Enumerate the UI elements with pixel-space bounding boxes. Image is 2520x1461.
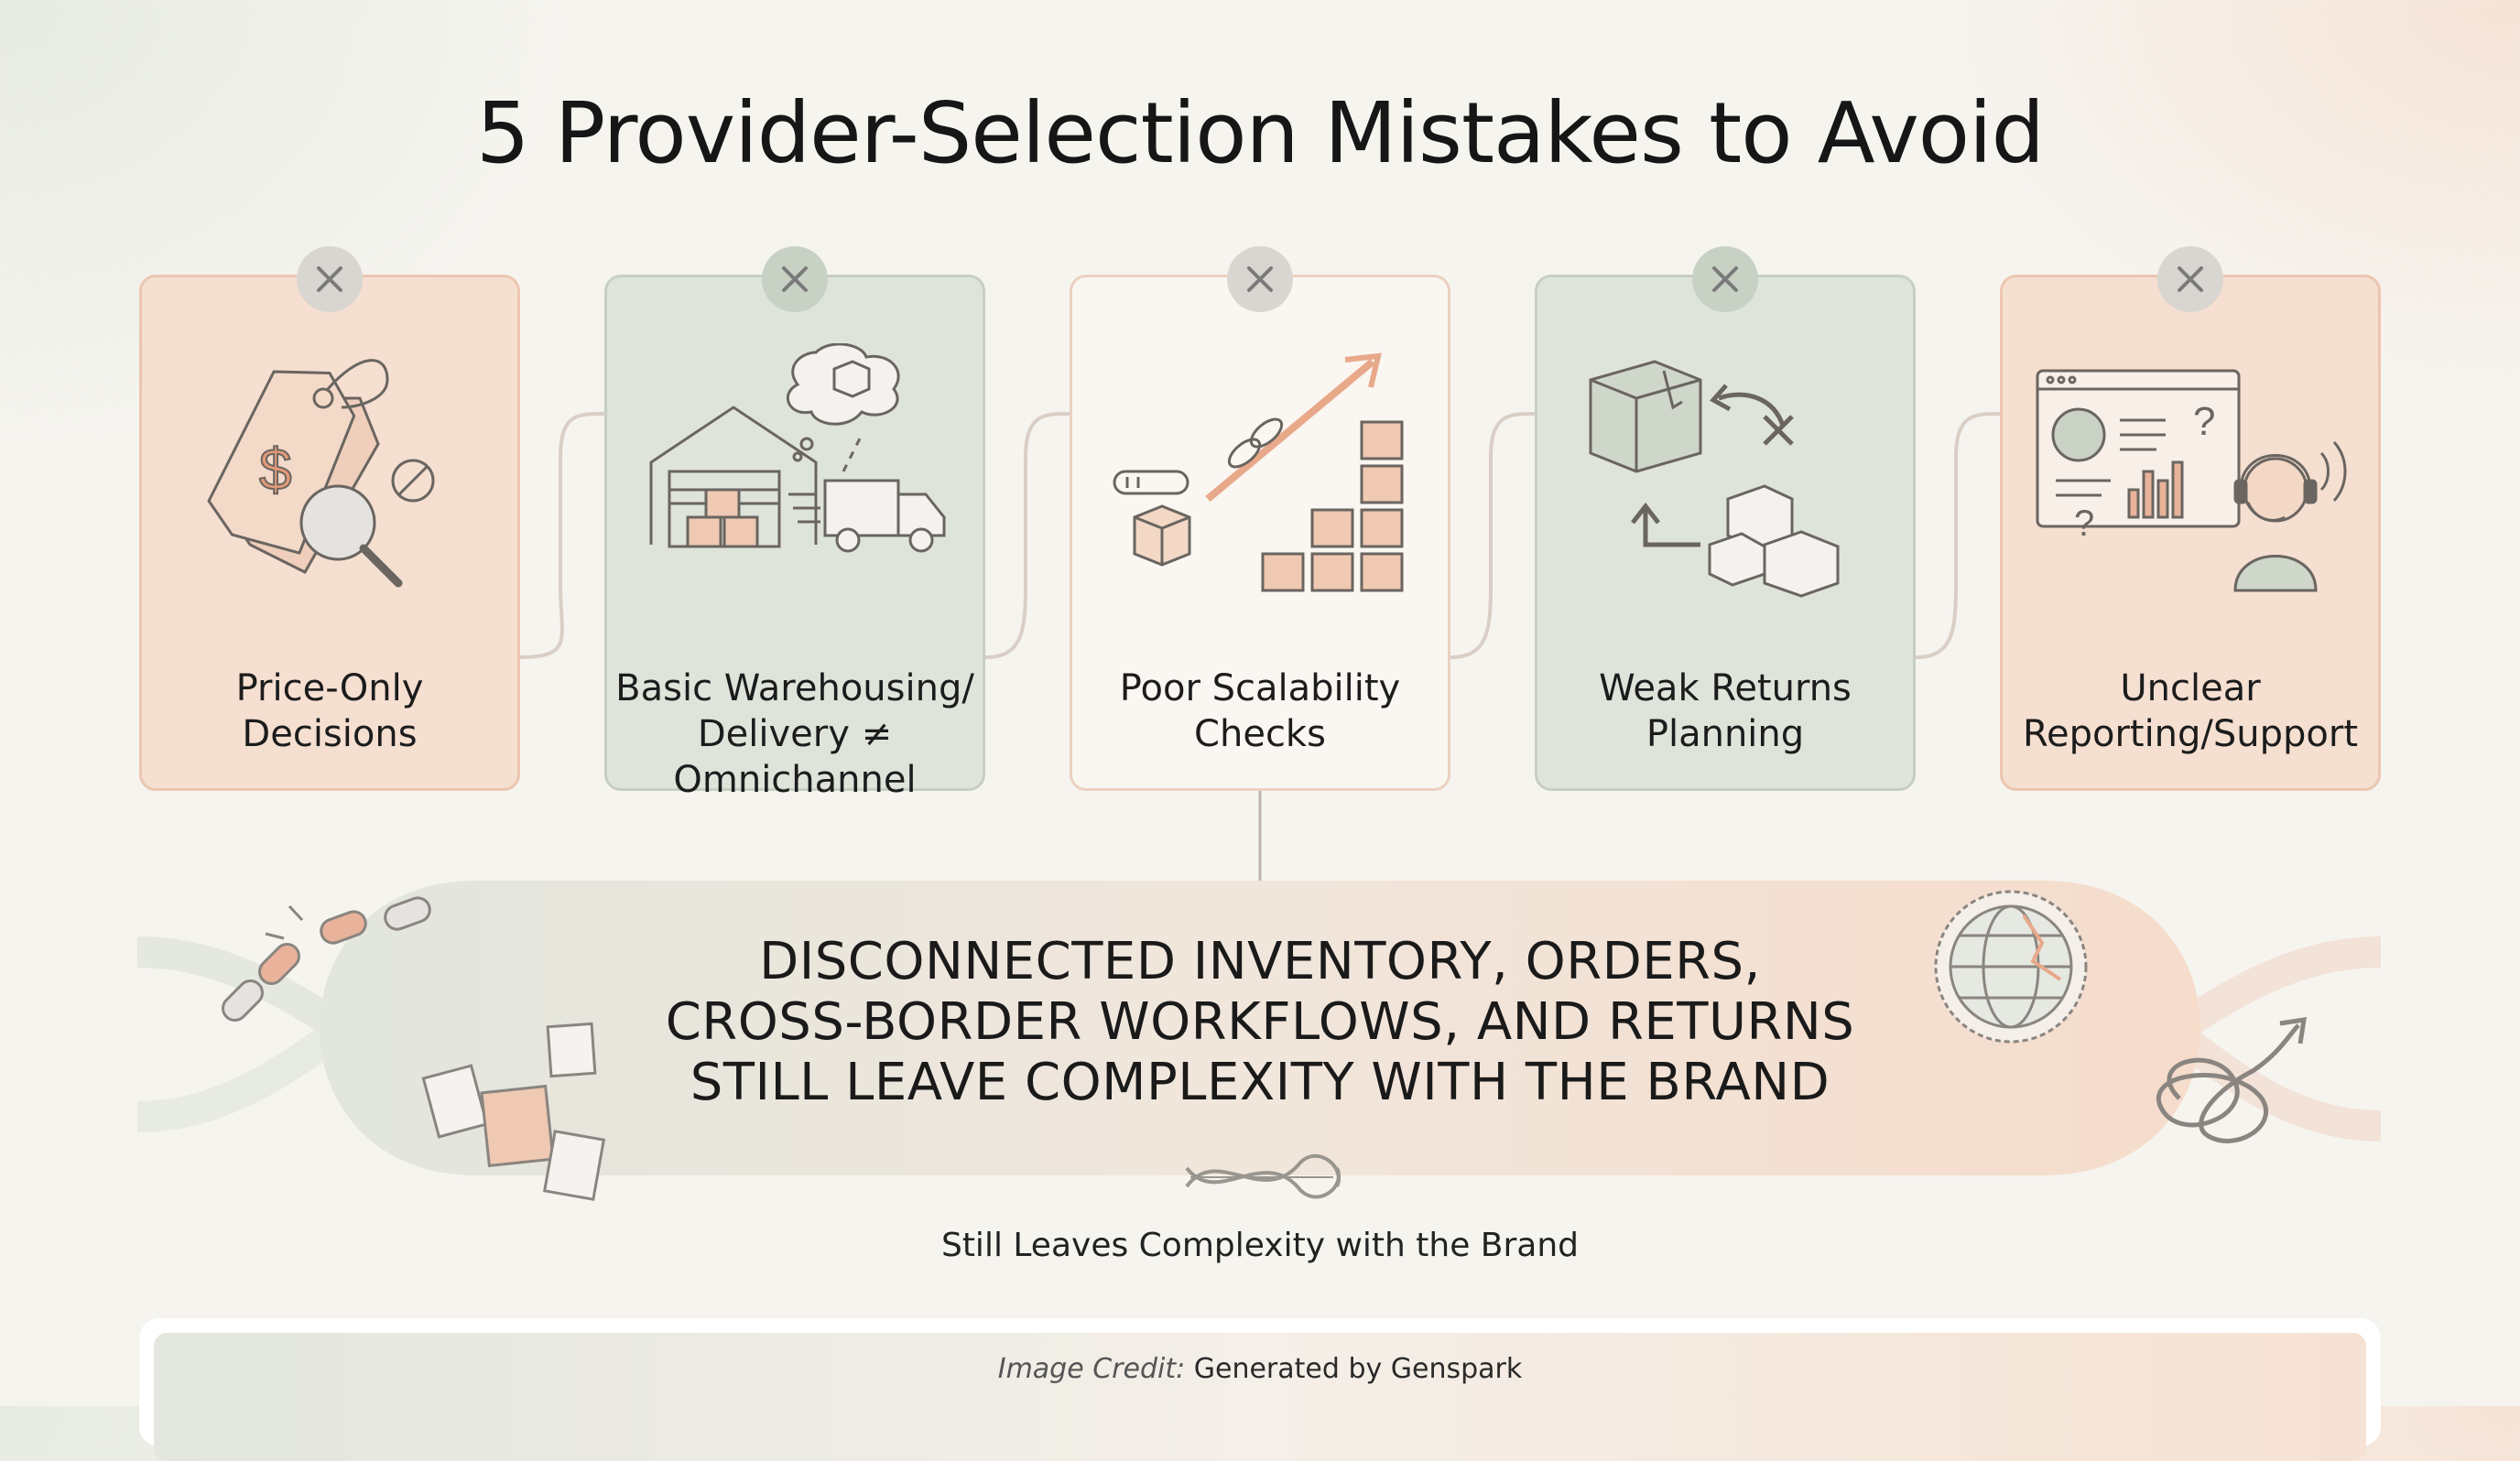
globe-icon bbox=[1934, 890, 2088, 1044]
complexity-band bbox=[136, 881, 2382, 1201]
mistake-label: Weak Returns Planning bbox=[1599, 667, 1852, 755]
close-icon bbox=[1692, 246, 1758, 312]
mistake-card-price-only: $ Price-Only Decisions bbox=[139, 246, 520, 791]
returns-boxes-icon bbox=[1589, 360, 1840, 598]
mistake-label: Unclear Reporting/Support bbox=[2022, 667, 2359, 755]
close-icon bbox=[297, 246, 363, 312]
mistake-card-basic-warehousing: Basic Warehousing/ Delivery ≠ Omnichanne… bbox=[604, 246, 985, 801]
image-credit-panel: Image Credit: Generated by Genspark bbox=[139, 1318, 2381, 1461]
close-icon bbox=[2157, 246, 2223, 312]
page-title: 5 Provider-Selection Mistakes to Avoid bbox=[475, 84, 2045, 182]
mistake-label: Poor Scalability Checks bbox=[1119, 667, 1401, 755]
scattered-documents-icon bbox=[421, 1022, 606, 1201]
price-tag-magnifier-icon: $ bbox=[207, 359, 435, 588]
svg-text:?: ? bbox=[2074, 503, 2094, 544]
svg-text:?: ? bbox=[2193, 399, 2215, 444]
close-icon bbox=[1227, 246, 1293, 312]
complexity-subtitle: Still Leaves Complexity with the Brand bbox=[940, 1227, 1580, 1264]
image-credit: Image Credit: Generated by Genspark bbox=[997, 1353, 1523, 1385]
knot-icon bbox=[1185, 1154, 1341, 1199]
complexity-statement: DISCONNECTED INVENTORY, ORDERS, CROSS-BO… bbox=[665, 932, 1855, 1112]
warehouse-truck-icon bbox=[649, 343, 946, 553]
broken-chain-icon bbox=[222, 896, 431, 1022]
mistake-label: Price-Only Decisions bbox=[235, 667, 424, 755]
svg-text:$: $ bbox=[259, 437, 292, 503]
mistake-label: Basic Warehousing/ Delivery ≠ Omnichanne… bbox=[615, 667, 974, 801]
support-dashboard-icon: ? ? bbox=[2036, 369, 2347, 592]
growth-boxes-icon bbox=[1113, 352, 1404, 592]
mistake-card-scalability: Poor Scalability Checks bbox=[1070, 246, 1450, 791]
tangled-arrow-icon bbox=[2156, 1017, 2307, 1143]
card-connectors bbox=[519, 412, 2001, 882]
mistake-card-returns: Weak Returns Planning bbox=[1535, 246, 1916, 791]
close-icon bbox=[762, 246, 828, 312]
mistake-card-reporting: ? ? Unclear Reporting/Support bbox=[2000, 246, 2381, 791]
